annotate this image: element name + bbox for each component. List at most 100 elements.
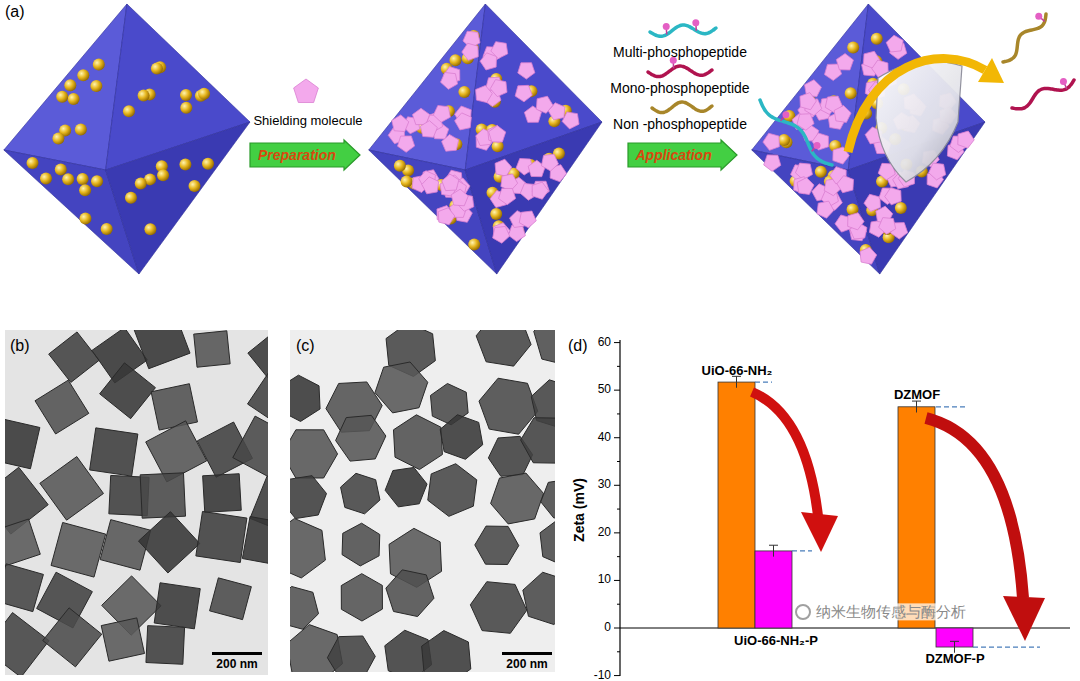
shielding-molecule xyxy=(294,79,319,103)
tick-mark xyxy=(614,628,620,629)
shielding-molecule xyxy=(438,208,455,225)
peptide-backbone xyxy=(648,66,712,77)
gold-site xyxy=(144,223,156,235)
shielding-molecule xyxy=(800,93,816,110)
shielding-molecule xyxy=(480,53,496,70)
shielding-molecule xyxy=(490,80,507,97)
shielding-molecule xyxy=(764,155,781,171)
shielding-molecule xyxy=(763,133,780,150)
gold-site xyxy=(52,132,64,144)
scale-bar-label: 200 nm xyxy=(506,658,547,672)
shielding-molecule xyxy=(519,211,536,228)
phosphate-group xyxy=(782,111,789,118)
mof-particle xyxy=(327,636,375,672)
axis-tick: 60 xyxy=(598,336,611,350)
shielding-molecule xyxy=(536,96,553,113)
gold-site xyxy=(64,79,76,91)
gold-site xyxy=(845,87,857,99)
gold-site xyxy=(401,175,413,187)
peptide-chain xyxy=(1003,13,1046,62)
gold-site xyxy=(135,178,147,190)
gold-site xyxy=(75,123,87,135)
mof-particle xyxy=(521,418,555,463)
gold-site xyxy=(68,93,80,105)
tick-mark xyxy=(614,390,620,391)
shielding-molecule xyxy=(834,106,851,123)
mof-particle xyxy=(290,518,325,578)
scale-bar-label: 200 nm xyxy=(216,658,257,672)
mof-particle xyxy=(375,362,428,413)
panel-label: (b) xyxy=(10,337,30,355)
crystal-face xyxy=(369,4,486,170)
decrease-arrow xyxy=(752,392,1045,641)
axis-tick: 0 xyxy=(604,621,611,635)
mof-particle xyxy=(342,523,380,566)
repel-arrow-part xyxy=(848,59,985,152)
peptide-chain xyxy=(652,102,712,113)
phosphate-group xyxy=(1035,13,1042,20)
level-line xyxy=(755,381,772,382)
gold-site xyxy=(79,184,91,196)
octahedron-crystal xyxy=(4,4,250,274)
shielding-molecule xyxy=(489,126,506,142)
step-label: Application xyxy=(628,140,737,170)
peptide-backbone xyxy=(760,100,832,165)
mof-particle xyxy=(341,473,380,514)
error-cap xyxy=(769,545,778,546)
tick-mark xyxy=(617,413,620,414)
molecule-label: Shielding molecule xyxy=(253,114,362,129)
peptide-backbone xyxy=(650,25,716,36)
gold-site xyxy=(79,213,91,225)
mof-particle xyxy=(385,467,427,506)
axis-tick: 10 xyxy=(598,574,611,588)
gold-site xyxy=(138,90,150,102)
axis-tick: 30 xyxy=(598,478,611,492)
bar-label: UiO-66-NH₂ xyxy=(702,364,773,379)
shielding-molecule xyxy=(442,174,459,191)
mof-particle xyxy=(491,473,544,524)
tick-mark xyxy=(614,437,620,438)
mof-particle xyxy=(49,332,99,382)
tem-image xyxy=(5,330,268,675)
panel-label: (a) xyxy=(5,3,25,21)
gold-site xyxy=(179,158,191,170)
shielding-molecule xyxy=(837,176,854,193)
axis-tick: -10 xyxy=(594,669,611,681)
mof-particle xyxy=(541,479,555,518)
mof-particle xyxy=(393,415,442,470)
shielding-molecule xyxy=(491,42,508,59)
mof-particle xyxy=(133,330,190,369)
decrease-arrow-part xyxy=(1003,596,1045,641)
shielding-molecule xyxy=(958,131,974,148)
level-line xyxy=(792,550,812,551)
shielding-molecule xyxy=(518,63,535,79)
mof-particle xyxy=(242,517,268,567)
gold-site xyxy=(189,180,201,192)
gold-site xyxy=(91,175,103,187)
repel-arrow-part xyxy=(978,58,1004,83)
axis-tick: 20 xyxy=(598,526,611,540)
mof-particle xyxy=(470,582,526,634)
tick-mark xyxy=(614,675,620,676)
mof-particle xyxy=(5,519,40,566)
repel-arrow xyxy=(848,58,1004,152)
peptide-chain xyxy=(760,100,832,165)
mof-particle xyxy=(90,428,138,476)
bar-label: UiO-66-NH₂-P xyxy=(734,634,818,649)
octahedron-crystal xyxy=(369,4,602,274)
shielding-molecule xyxy=(541,154,558,171)
shielding-molecule xyxy=(433,105,450,122)
shielding-molecule xyxy=(398,136,415,152)
error-bar xyxy=(916,401,917,412)
gold-site xyxy=(125,192,137,204)
shielding-molecule xyxy=(532,182,548,199)
mof-particle xyxy=(43,608,102,667)
bar xyxy=(755,551,792,628)
gold-site xyxy=(895,202,907,214)
mof-particle xyxy=(233,416,268,480)
decrease-arrow-part xyxy=(801,512,838,552)
shielding-molecule xyxy=(455,113,472,130)
gold-site xyxy=(198,88,210,100)
peptide-label: Mono-phosphopeptide xyxy=(610,80,749,96)
